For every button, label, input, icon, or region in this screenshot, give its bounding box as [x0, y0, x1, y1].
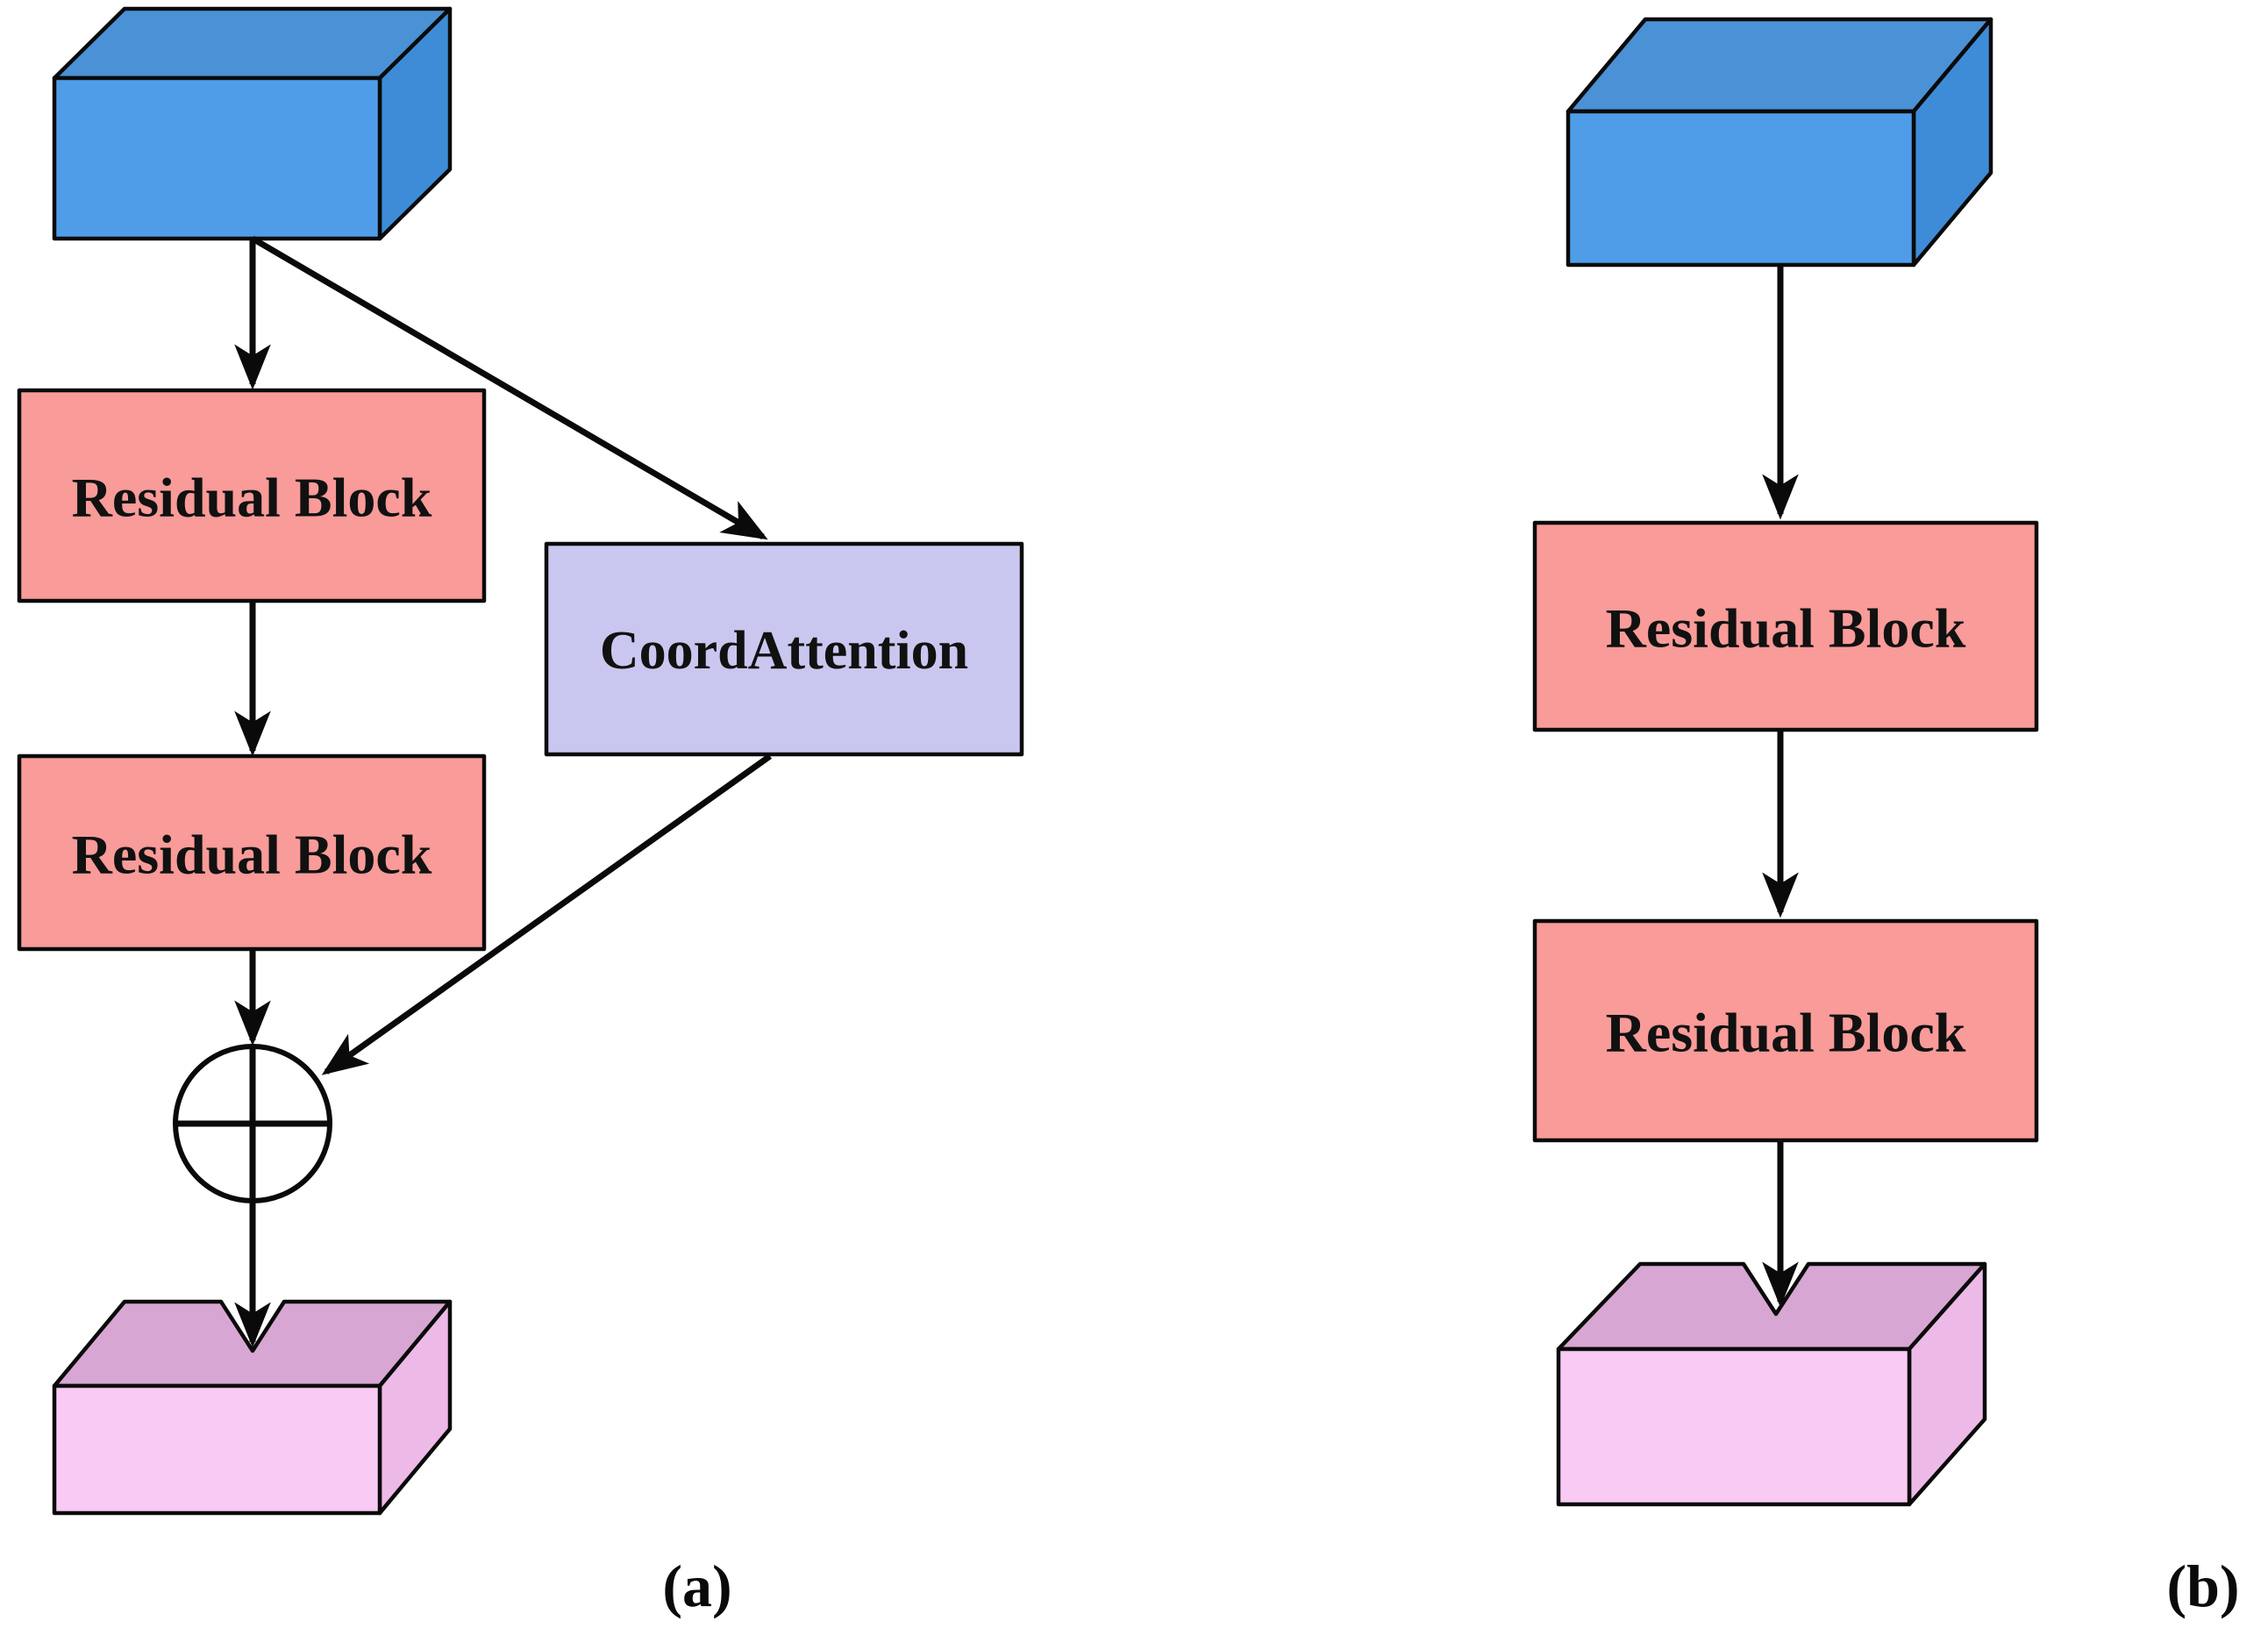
panel-b: Residual Block Residual Block (b) — [1532, 17, 2240, 1619]
residual-block-2-box — [17, 753, 487, 952]
residual-block-1: Residual Block — [17, 388, 487, 603]
output-tensor-front-face — [52, 1383, 382, 1516]
panel-b-caption: (b) — [2166, 1553, 2239, 1619]
residual-block-1-box — [17, 388, 487, 603]
input-tensor-icon — [52, 6, 453, 241]
panel-a-caption: (a) — [662, 1553, 731, 1619]
residual-block-b2: Residual Block — [1532, 918, 2039, 1143]
arrow-input-to-attention — [251, 235, 768, 540]
panel-a: Residual Block Residual Block CoordAtten… — [17, 6, 1024, 1619]
residual-block-b2-box — [1532, 918, 2039, 1143]
residual-block-b1-label: Residual Block — [1606, 597, 1966, 660]
add-circle-icon — [173, 1044, 332, 1203]
residual-block-b1: Residual Block — [1532, 520, 2039, 732]
input-tensor-front-face — [52, 75, 382, 241]
residual-block-b1-box — [1532, 520, 2039, 732]
coord-attention-box — [544, 541, 1024, 757]
coord-attention-label: CoordAttention — [600, 621, 968, 681]
residual-block-2: Residual Block — [17, 753, 487, 952]
residual-block-b2-label: Residual Block — [1606, 1002, 1966, 1064]
input-tensor-b-front-face — [1565, 109, 1916, 268]
coord-attention-block: CoordAttention — [544, 541, 1024, 757]
arrow-attention-to-add — [321, 753, 773, 1075]
input-tensor-icon-b — [1565, 17, 1993, 268]
output-tensor-b-front-face — [1556, 1346, 1912, 1507]
output-tensor-icon — [52, 1299, 453, 1516]
residual-block-1-label: Residual Block — [72, 467, 432, 529]
output-tensor-icon-b — [1556, 1261, 1987, 1507]
residual-block-2-label: Residual Block — [72, 824, 432, 886]
